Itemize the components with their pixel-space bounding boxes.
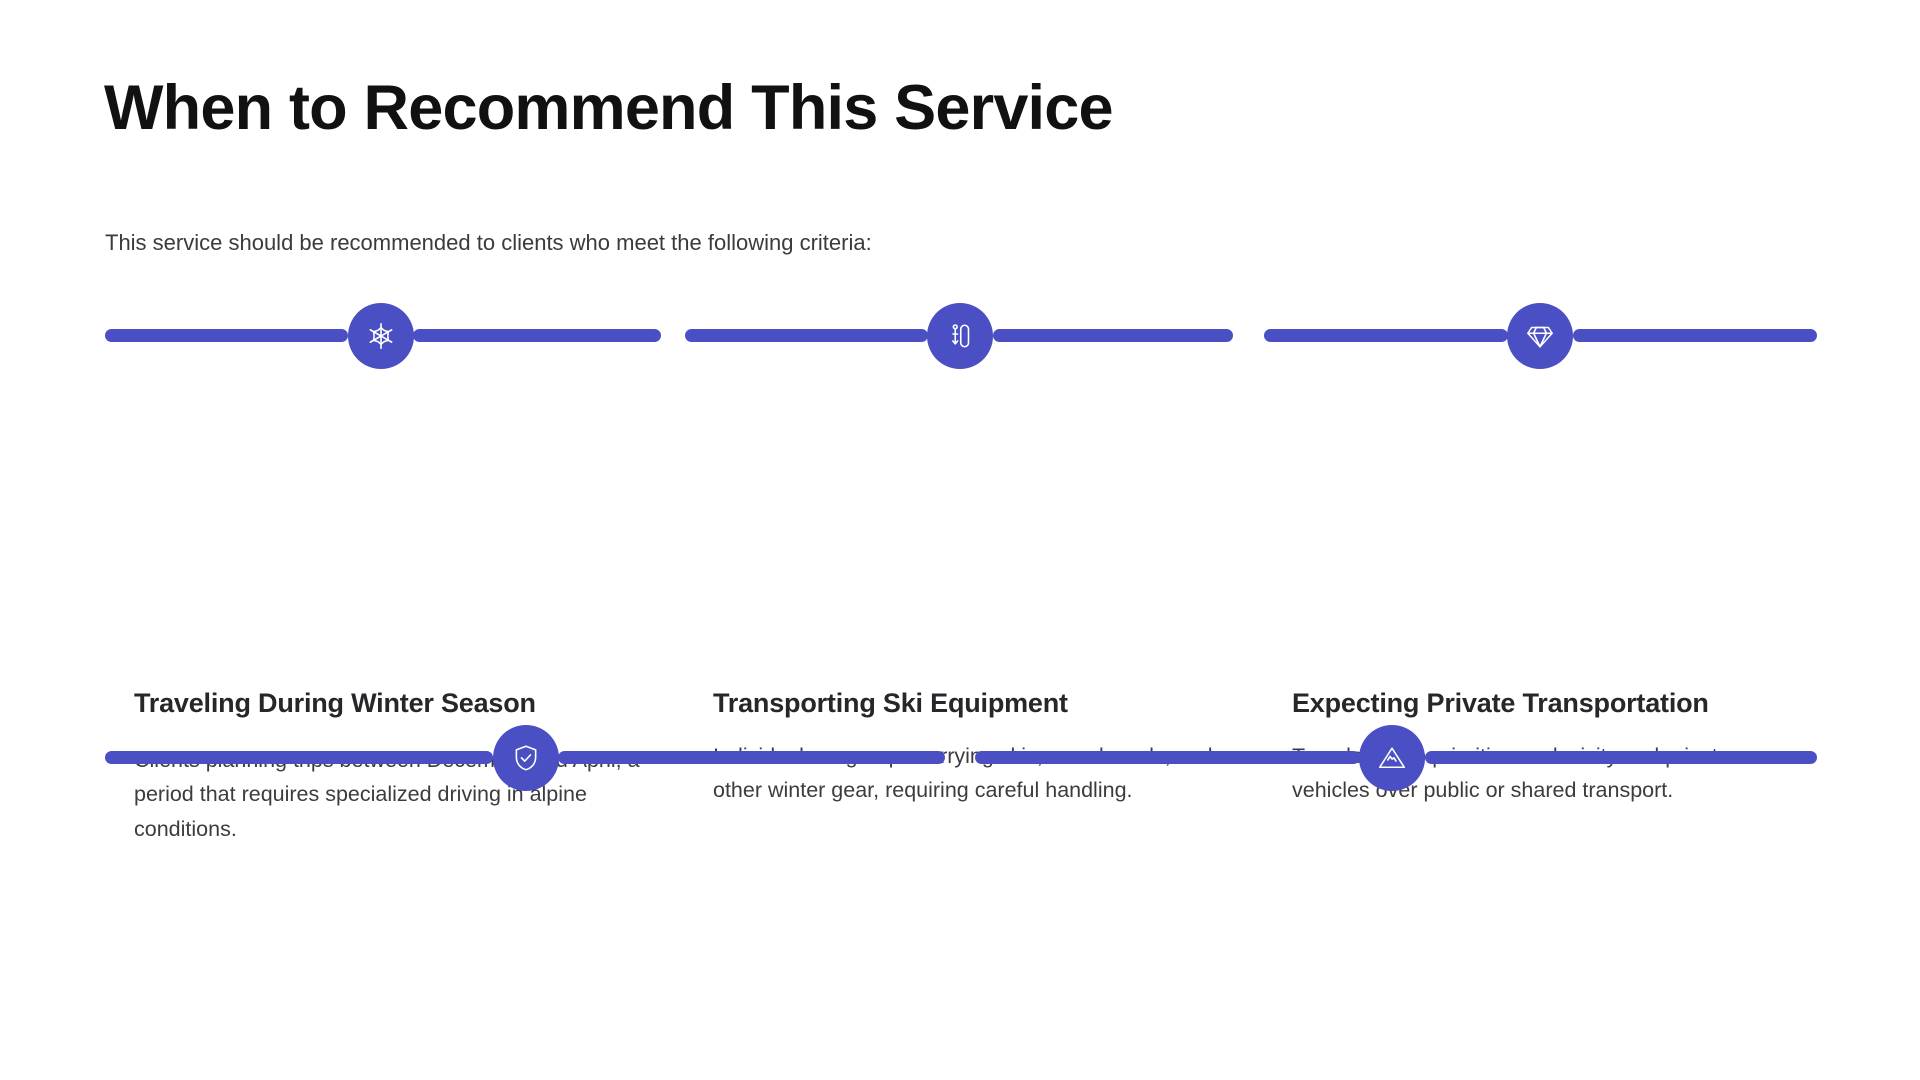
timeline-node-4[interactable] — [493, 725, 559, 791]
track-segment — [1264, 329, 1508, 342]
track-segment — [993, 329, 1233, 342]
shield-check-icon — [511, 743, 541, 773]
timeline-node-1[interactable] — [348, 303, 414, 369]
diamond-icon — [1525, 321, 1555, 351]
criteria-card-1: Traveling During Winter Season Clients p… — [134, 686, 664, 847]
page-subtitle: This service should be recommended to cl… — [105, 230, 872, 255]
track-segment — [105, 329, 348, 342]
criteria-card-title: Traveling During Winter Season — [134, 688, 536, 718]
criteria-card-body: Individuals or groups carrying skis, sno… — [713, 743, 1213, 803]
timeline-node-3[interactable] — [1507, 303, 1573, 369]
timeline-node-2[interactable] — [927, 303, 993, 369]
criteria-card-body: Clients planning trips between December … — [134, 747, 640, 842]
timeline-node-5[interactable] — [1359, 725, 1425, 791]
ski-equipment-icon — [945, 321, 975, 351]
track-segment — [1573, 329, 1817, 342]
snowflake-icon — [366, 321, 396, 351]
criteria-card-title: Transporting Ski Equipment — [713, 688, 1068, 718]
criteria-card-2: Transporting Ski Equipment Individuals o… — [713, 686, 1213, 808]
mountain-icon — [1377, 743, 1407, 773]
track-segment — [685, 329, 928, 342]
page-title: When to Recommend This Service — [104, 73, 1114, 143]
criteria-card-title: Expecting Private Transportation — [1292, 688, 1709, 718]
track-segment — [413, 329, 661, 342]
